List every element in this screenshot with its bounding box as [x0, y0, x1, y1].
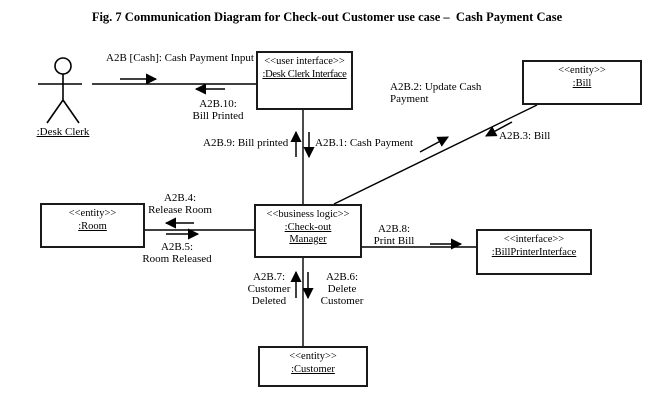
actor-desk-clerk-figure — [38, 57, 82, 124]
message-label-a2b1-cash-payment: A2B.1: Cash Payment — [315, 137, 414, 149]
actor-desk-clerk-label: :Desk Clerk — [36, 126, 90, 138]
object-checkout-manager: <<business logic>> :Check-out Manager — [254, 204, 362, 258]
stereotype-user-interface: <<user interface>> — [264, 56, 345, 67]
object-name-bill-printer-interface: :BillPrinterInterface — [491, 246, 577, 258]
object-name-customer: :Customer — [291, 363, 335, 375]
link-bill-manager — [333, 104, 538, 205]
object-name-room: :Room — [78, 220, 107, 232]
object-customer: <<entity>> :Customer — [258, 346, 368, 387]
message-label-a2b4-release-room: A2B.4: Release Room — [148, 192, 212, 216]
stereotype-interface: <<interface>> — [503, 234, 565, 245]
message-label-a2b8-print-bill: A2B.8: Print Bill — [373, 223, 415, 247]
message-label-a2b6-delete-customer: A2B.6: Delete Customer — [320, 271, 364, 307]
message-label-cash-payment-input: A2B [Cash]: Cash Payment Input — [106, 52, 254, 64]
message-label-a2b7-customer-deleted: A2B.7: Customer Deleted — [247, 271, 291, 307]
message-label-a2b2-update-cash-payment: A2B.2: Update Cash Payment — [390, 81, 482, 105]
object-bill: <<entity>> :Bill — [522, 60, 642, 105]
object-room: <<entity>> :Room — [40, 203, 145, 248]
actor-head — [54, 57, 72, 75]
arrow-bill-return — [485, 121, 513, 137]
message-label-a2b3-bill: A2B.3: Bill — [499, 130, 551, 142]
actor-leg-right — [62, 99, 80, 124]
arrow-update-cash-payment — [419, 136, 449, 153]
stereotype-entity-bill: <<entity>> — [558, 65, 606, 76]
figure-title: Fig. 7 Communication Diagram for Check-o… — [91, 10, 563, 24]
stereotype-business-logic: <<business logic>> — [266, 209, 350, 220]
object-desk-clerk-interface: <<user interface>> :Desk Clerk Interface — [256, 51, 353, 110]
object-bill-printer-interface: <<interface>> :BillPrinterInterface — [476, 229, 592, 275]
stereotype-entity-customer: <<entity>> — [289, 351, 337, 362]
message-label-a2b10-bill-printed: A2B.10: Bill Printed — [192, 98, 244, 122]
message-label-a2b5-room-released: A2B.5: Room Released — [142, 241, 212, 265]
message-label-a2b9-bill-printed: A2B.9: Bill printed — [203, 137, 289, 149]
object-name-checkout-manager: :Check-out Manager — [284, 221, 332, 246]
object-name-bill: :Bill — [572, 77, 592, 89]
object-name-desk-clerk-interface: :Desk Clerk Interface — [262, 68, 347, 80]
stereotype-entity-room: <<entity>> — [68, 208, 117, 219]
actor-leg-left — [46, 99, 64, 124]
